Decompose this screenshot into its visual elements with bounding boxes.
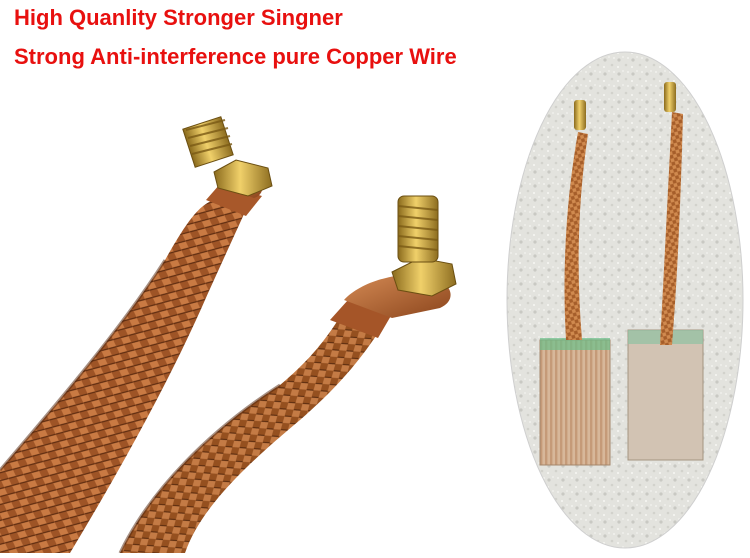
copper-braid-back bbox=[118, 320, 380, 554]
headline-line-2: Strong Anti-interference pure Copper Wir… bbox=[14, 44, 457, 69]
wall-inset-image bbox=[506, 51, 744, 549]
headline-line-1: High Quanlity Stronger Singner bbox=[14, 5, 343, 30]
strain-gauge-right bbox=[627, 329, 704, 461]
brass-bolt-right bbox=[391, 195, 457, 297]
brass-bolt-left bbox=[182, 116, 273, 197]
copper-braid-front bbox=[0, 200, 244, 553]
strain-gauge-left bbox=[539, 339, 611, 466]
